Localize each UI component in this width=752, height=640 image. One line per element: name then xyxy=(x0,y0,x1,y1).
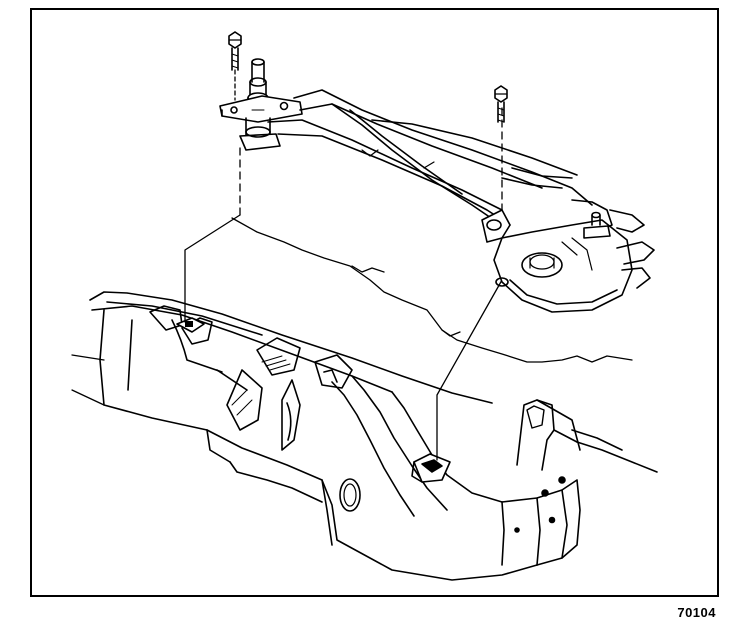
alignment-lines xyxy=(184,69,503,461)
wiper-pivot-icon xyxy=(219,58,303,151)
wiper-transmission-installation-diagram xyxy=(71,31,658,581)
cowl-mount-left xyxy=(176,317,205,333)
wiper-motor-icon xyxy=(481,199,655,313)
harness-icon xyxy=(231,217,633,363)
diagram-frame xyxy=(30,8,719,597)
figure-number: 70104 xyxy=(677,605,716,620)
cowl-panel-icon xyxy=(71,291,658,581)
bolt-left xyxy=(228,31,242,71)
bolt-right xyxy=(494,85,508,123)
wiper-linkage-icon xyxy=(267,89,593,226)
cowl-mount-right xyxy=(411,453,451,483)
